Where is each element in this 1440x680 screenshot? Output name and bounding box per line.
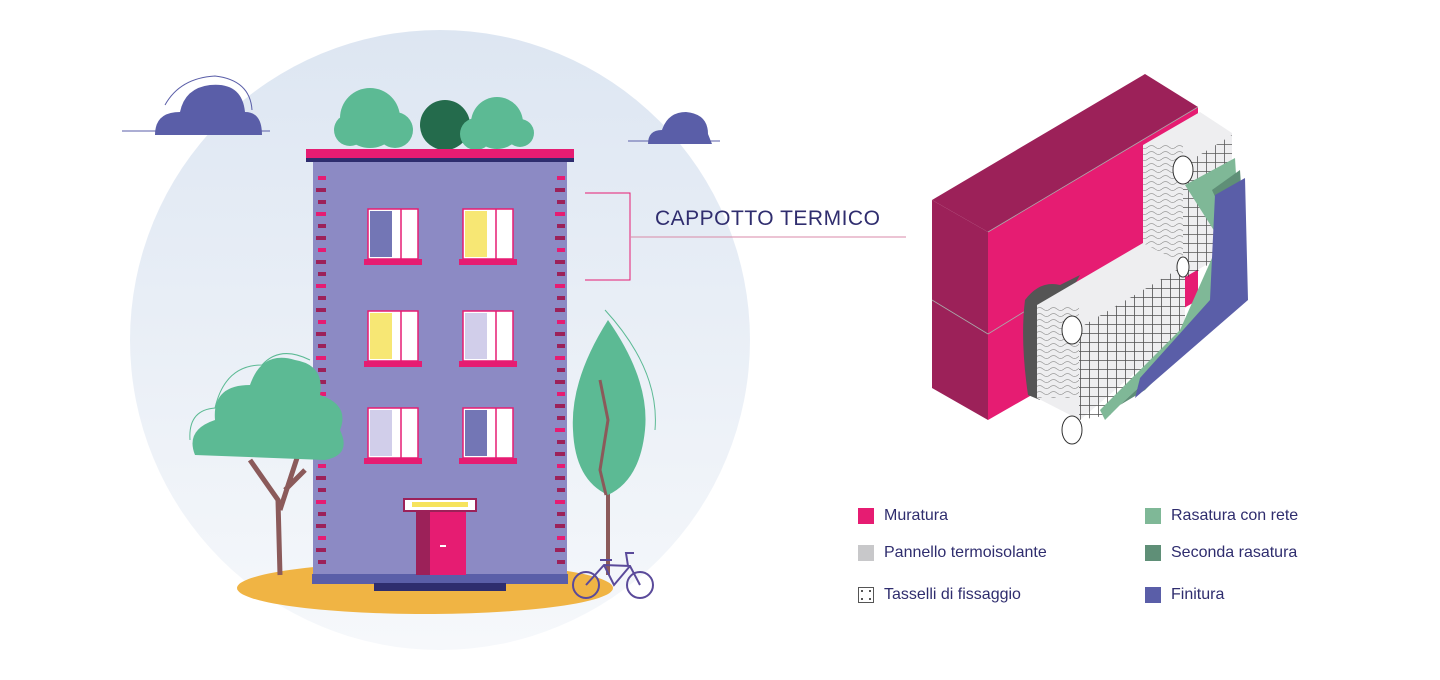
anchor-icon <box>1061 315 1083 345</box>
brick <box>557 272 565 276</box>
brick <box>316 188 326 192</box>
window <box>364 310 422 367</box>
anchor-icon <box>1061 415 1083 445</box>
brick <box>316 332 326 336</box>
brick <box>318 344 326 348</box>
tree-left <box>189 353 344 576</box>
brick <box>318 320 326 324</box>
brick <box>555 500 565 504</box>
brick <box>555 308 565 312</box>
brick <box>318 488 326 492</box>
brick <box>557 368 565 372</box>
callout-label: CAPPOTTO TERMICO <box>655 207 881 230</box>
brick <box>557 440 565 444</box>
brick <box>318 536 326 540</box>
rooftop-bushes <box>334 88 534 150</box>
brick <box>316 308 326 312</box>
brick <box>318 512 326 516</box>
brick <box>557 392 565 396</box>
brick <box>318 272 326 276</box>
window <box>364 407 422 464</box>
bicycle-icon <box>572 552 654 599</box>
brick <box>316 476 326 480</box>
brick <box>555 284 565 288</box>
anchor-icon <box>1172 155 1194 185</box>
brick <box>316 284 326 288</box>
legend-label: Tasselli di fissaggio <box>884 586 1021 603</box>
brick <box>555 452 565 456</box>
brick <box>555 212 565 216</box>
brick <box>557 464 565 468</box>
brick <box>555 260 565 264</box>
brick <box>318 248 326 252</box>
legend-item-tasselli: Tasselli di fissaggio <box>858 586 1021 604</box>
brick <box>557 560 565 564</box>
brick <box>555 428 565 432</box>
swatch-square-icon <box>1145 587 1161 603</box>
brick <box>318 200 326 204</box>
brick <box>555 332 565 336</box>
brick <box>318 296 326 300</box>
legend-label: Pannello termoisolante <box>884 544 1047 561</box>
wall-section-diagram <box>931 74 1248 445</box>
brick <box>557 344 565 348</box>
legend-item-rasatura-rete: Rasatura con rete <box>1145 507 1298 525</box>
legend-item-pannello: Pannello termoisolante <box>858 544 1047 562</box>
swatch-square-icon <box>1145 508 1161 524</box>
brick <box>316 524 326 528</box>
swatch-square-icon <box>858 545 874 561</box>
window <box>459 310 517 367</box>
window <box>364 208 422 265</box>
brick <box>555 524 565 528</box>
brick <box>557 536 565 540</box>
legend-item-muratura: Muratura <box>858 507 948 525</box>
swatch-square-icon <box>1145 545 1161 561</box>
brick <box>557 488 565 492</box>
building <box>306 149 574 591</box>
brick <box>555 548 565 552</box>
legend-item-seconda-rasatura: Seconda rasatura <box>1145 544 1297 562</box>
brick <box>557 320 565 324</box>
swatch-square-icon <box>858 508 874 524</box>
brick <box>316 212 326 216</box>
brick <box>318 368 326 372</box>
legend-label: Rasatura con rete <box>1171 507 1299 524</box>
brick <box>557 224 565 228</box>
brick <box>316 500 326 504</box>
brick <box>316 548 326 552</box>
brick <box>316 260 326 264</box>
brick <box>557 248 565 252</box>
brick <box>316 356 326 360</box>
brick <box>316 236 326 240</box>
brick <box>557 416 565 420</box>
brick <box>557 512 565 516</box>
brick <box>557 176 565 180</box>
brick <box>318 392 326 396</box>
brick <box>555 476 565 480</box>
swatch-dotted-square-icon <box>858 587 874 603</box>
brick <box>555 380 565 384</box>
brick <box>318 464 326 468</box>
legend-label: Seconda rasatura <box>1171 544 1298 561</box>
brick <box>316 380 326 384</box>
brick <box>318 176 326 180</box>
brick <box>318 224 326 228</box>
legend-item-finitura: Finitura <box>1145 586 1224 604</box>
legend-label: Muratura <box>884 507 949 524</box>
window <box>459 407 517 464</box>
cloud-icon <box>628 112 720 144</box>
brick <box>557 200 565 204</box>
brick <box>555 404 565 408</box>
brick <box>557 296 565 300</box>
legend-label: Finitura <box>1171 586 1225 603</box>
callout-bracket <box>585 192 906 281</box>
brick <box>555 236 565 240</box>
cloud-icon <box>122 75 270 135</box>
brick <box>318 560 326 564</box>
brick <box>555 188 565 192</box>
brick <box>555 356 565 360</box>
anchor-icon <box>1176 256 1190 278</box>
window <box>459 208 517 265</box>
